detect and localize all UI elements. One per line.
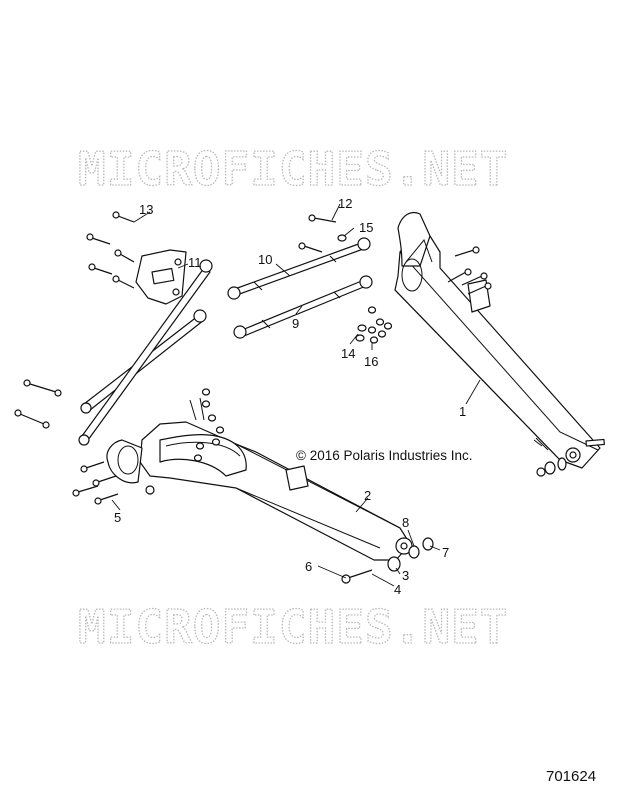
bolt-group-left: [14, 379, 62, 429]
bolt-12: [298, 214, 337, 253]
callout-13: 13: [139, 202, 153, 217]
callout-12: 12: [338, 196, 352, 211]
callout-2: 2: [364, 488, 371, 503]
trailing-arm-left: [106, 397, 413, 561]
bracket: [135, 249, 187, 305]
callout-10: 10: [258, 252, 272, 267]
callout-lines: [111, 203, 481, 587]
nut-group-14-16: [355, 306, 393, 344]
callout-5: 5: [114, 510, 121, 525]
bolt-group-5: [72, 461, 119, 505]
callout-7: 7: [442, 545, 449, 560]
toe-link-10: [227, 237, 371, 300]
hardware-group-3-8: [341, 537, 434, 584]
watermark-top: MICROFICHES.NET: [78, 142, 508, 196]
callout-3: 3: [402, 568, 409, 583]
toe-link-9: [233, 275, 373, 339]
nut-7: [422, 537, 434, 551]
diagram-number: 701624: [546, 768, 596, 785]
toe-link-left-lower: [78, 259, 213, 446]
callout-16: 16: [364, 354, 378, 369]
watermark-bottom: MICROFICHES.NET: [78, 600, 508, 654]
callout-11: 11: [188, 255, 202, 270]
bolt-4: [347, 569, 373, 579]
callout-9: 9: [292, 316, 299, 331]
copyright-notice: © 2016 Polaris Industries Inc.: [296, 448, 473, 463]
callout-8: 8: [402, 515, 409, 530]
bolt-group-upper-right: [447, 246, 492, 295]
callout-6: 6: [305, 559, 312, 574]
callout-15: 15: [359, 220, 373, 235]
callout-14: 14: [341, 346, 355, 361]
trailing-arm-right: [394, 211, 605, 477]
callout-1: 1: [459, 404, 466, 419]
washer-3: [387, 556, 401, 572]
bolt-group-13: [86, 211, 135, 289]
washer-8: [408, 545, 420, 559]
nut-15: [337, 234, 347, 242]
callout-4: 4: [394, 582, 401, 597]
nut-group-center: [193, 388, 225, 462]
